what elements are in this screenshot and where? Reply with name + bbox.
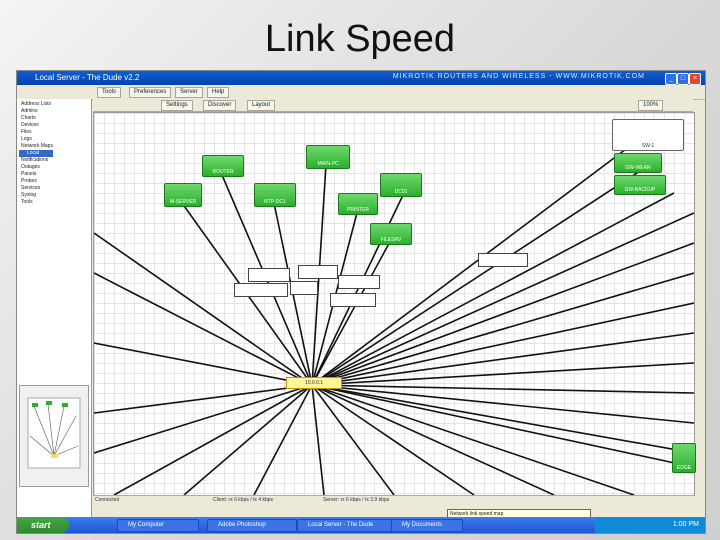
slide-title: Link Speed	[264, 18, 456, 60]
device-node[interactable]: NTP-DC1	[254, 183, 296, 207]
tree-item[interactable]: Logs	[21, 136, 32, 142]
tree-item[interactable]: Address Lists	[21, 101, 52, 107]
tree-item[interactable]: Admins	[21, 108, 38, 114]
taskbar-item[interactable]: My Documents	[391, 519, 463, 532]
device-node[interactable]: ROUTER	[202, 155, 244, 177]
device-node[interactable]: PRINTER	[338, 193, 378, 215]
status-bar: Connected Client: rx 6 kbps / tx 4 kbps …	[93, 495, 693, 506]
device-node[interactable]: SW-1	[612, 119, 684, 151]
window-titlebar: Local Server - The Dude v2.2 MIKROTIK RO…	[17, 71, 705, 85]
device-node[interactable]: EDGE	[672, 443, 696, 473]
tree-item[interactable]: Tools	[21, 199, 33, 205]
tree-item[interactable]: Syslog	[21, 192, 37, 198]
tools-button[interactable]: Tools	[97, 87, 122, 98]
start-button[interactable]: start	[17, 517, 69, 533]
status-server-traffic: Server: rx 6 kbps / tx 3.9 kbps	[323, 497, 390, 503]
taskbar-item[interactable]: My Computer	[117, 519, 199, 532]
clock: 1:00 PM	[672, 521, 699, 528]
status-connected: Connected	[95, 497, 120, 503]
zoom-select[interactable]: 100%	[638, 100, 664, 111]
maximize-button[interactable]: □	[677, 73, 689, 85]
link-speed-label	[478, 253, 528, 267]
link-speed-label	[338, 275, 380, 289]
link-speed-label	[290, 281, 318, 295]
preferences-button[interactable]: Preferences	[129, 87, 172, 98]
taskbar-item[interactable]: Adobe Photoshop	[207, 519, 297, 532]
discover-button[interactable]: Discover	[203, 100, 237, 111]
server-button[interactable]: Server	[175, 87, 203, 98]
device-node[interactable]: GW-WEAN	[614, 153, 662, 173]
tree-item[interactable]: Outages	[21, 164, 40, 170]
tree-item[interactable]: Devices	[21, 122, 39, 128]
tree-item[interactable]: Panels	[21, 171, 37, 177]
device-node[interactable]: DC01	[380, 173, 422, 197]
device-node[interactable]: M-SERVER	[164, 183, 202, 207]
link-speed-label	[248, 268, 290, 282]
tree-item[interactable]: Services	[21, 185, 41, 191]
link-speed-label	[298, 265, 338, 279]
central-hub-node[interactable]: 10.0.0.1	[286, 377, 342, 389]
device-node[interactable]: FILESRV	[370, 223, 412, 245]
tree-item[interactable]: Charts	[21, 115, 36, 121]
taskbar-item[interactable]: Local Server - The Dude	[297, 519, 393, 532]
link-speed-label	[330, 293, 376, 307]
window-title: Local Server - The Dude v2.2	[35, 73, 140, 82]
windows-taskbar: start My Computer Adobe Photoshop Local …	[17, 517, 705, 533]
help-button[interactable]: Help	[207, 87, 230, 98]
link-speed-label	[234, 283, 288, 297]
map-toolbar: Settings Discover Layout 100%	[93, 99, 693, 112]
settings-button[interactable]: Settings	[161, 100, 193, 111]
tree-item[interactable]: Local	[19, 150, 53, 157]
system-tray: 1:00 PM	[595, 517, 705, 533]
tree-item[interactable]: Notifications	[21, 157, 49, 163]
close-button[interactable]: ×	[689, 73, 701, 85]
tree-item[interactable]: Files	[21, 129, 32, 135]
minimap[interactable]	[19, 385, 89, 487]
link-lines	[94, 142, 694, 495]
main-toolbar: Tools Preferences Server Help	[17, 85, 705, 100]
screenshot-window: Local Server - The Dude v2.2 MIKROTIK RO…	[16, 70, 706, 534]
layout-button[interactable]: Layout	[247, 100, 276, 111]
brand-text: MIKROTIK ROUTERS AND WIRELESS - WWW.MIKR…	[392, 73, 645, 80]
device-node[interactable]: MAIN-PC	[306, 145, 350, 169]
device-node[interactable]: GW-BACKUP	[614, 175, 666, 195]
minimize-button[interactable]: _	[665, 73, 677, 85]
status-client-traffic: Client: rx 6 kbps / tx 4 kbps	[213, 497, 274, 503]
tree-item[interactable]: Probes	[21, 178, 37, 184]
network-map-canvas[interactable]: M-SERVER ROUTER NTP-DC1 MAIN-PC PRINTER …	[93, 112, 696, 496]
tree-item[interactable]: Network Maps	[21, 143, 53, 149]
